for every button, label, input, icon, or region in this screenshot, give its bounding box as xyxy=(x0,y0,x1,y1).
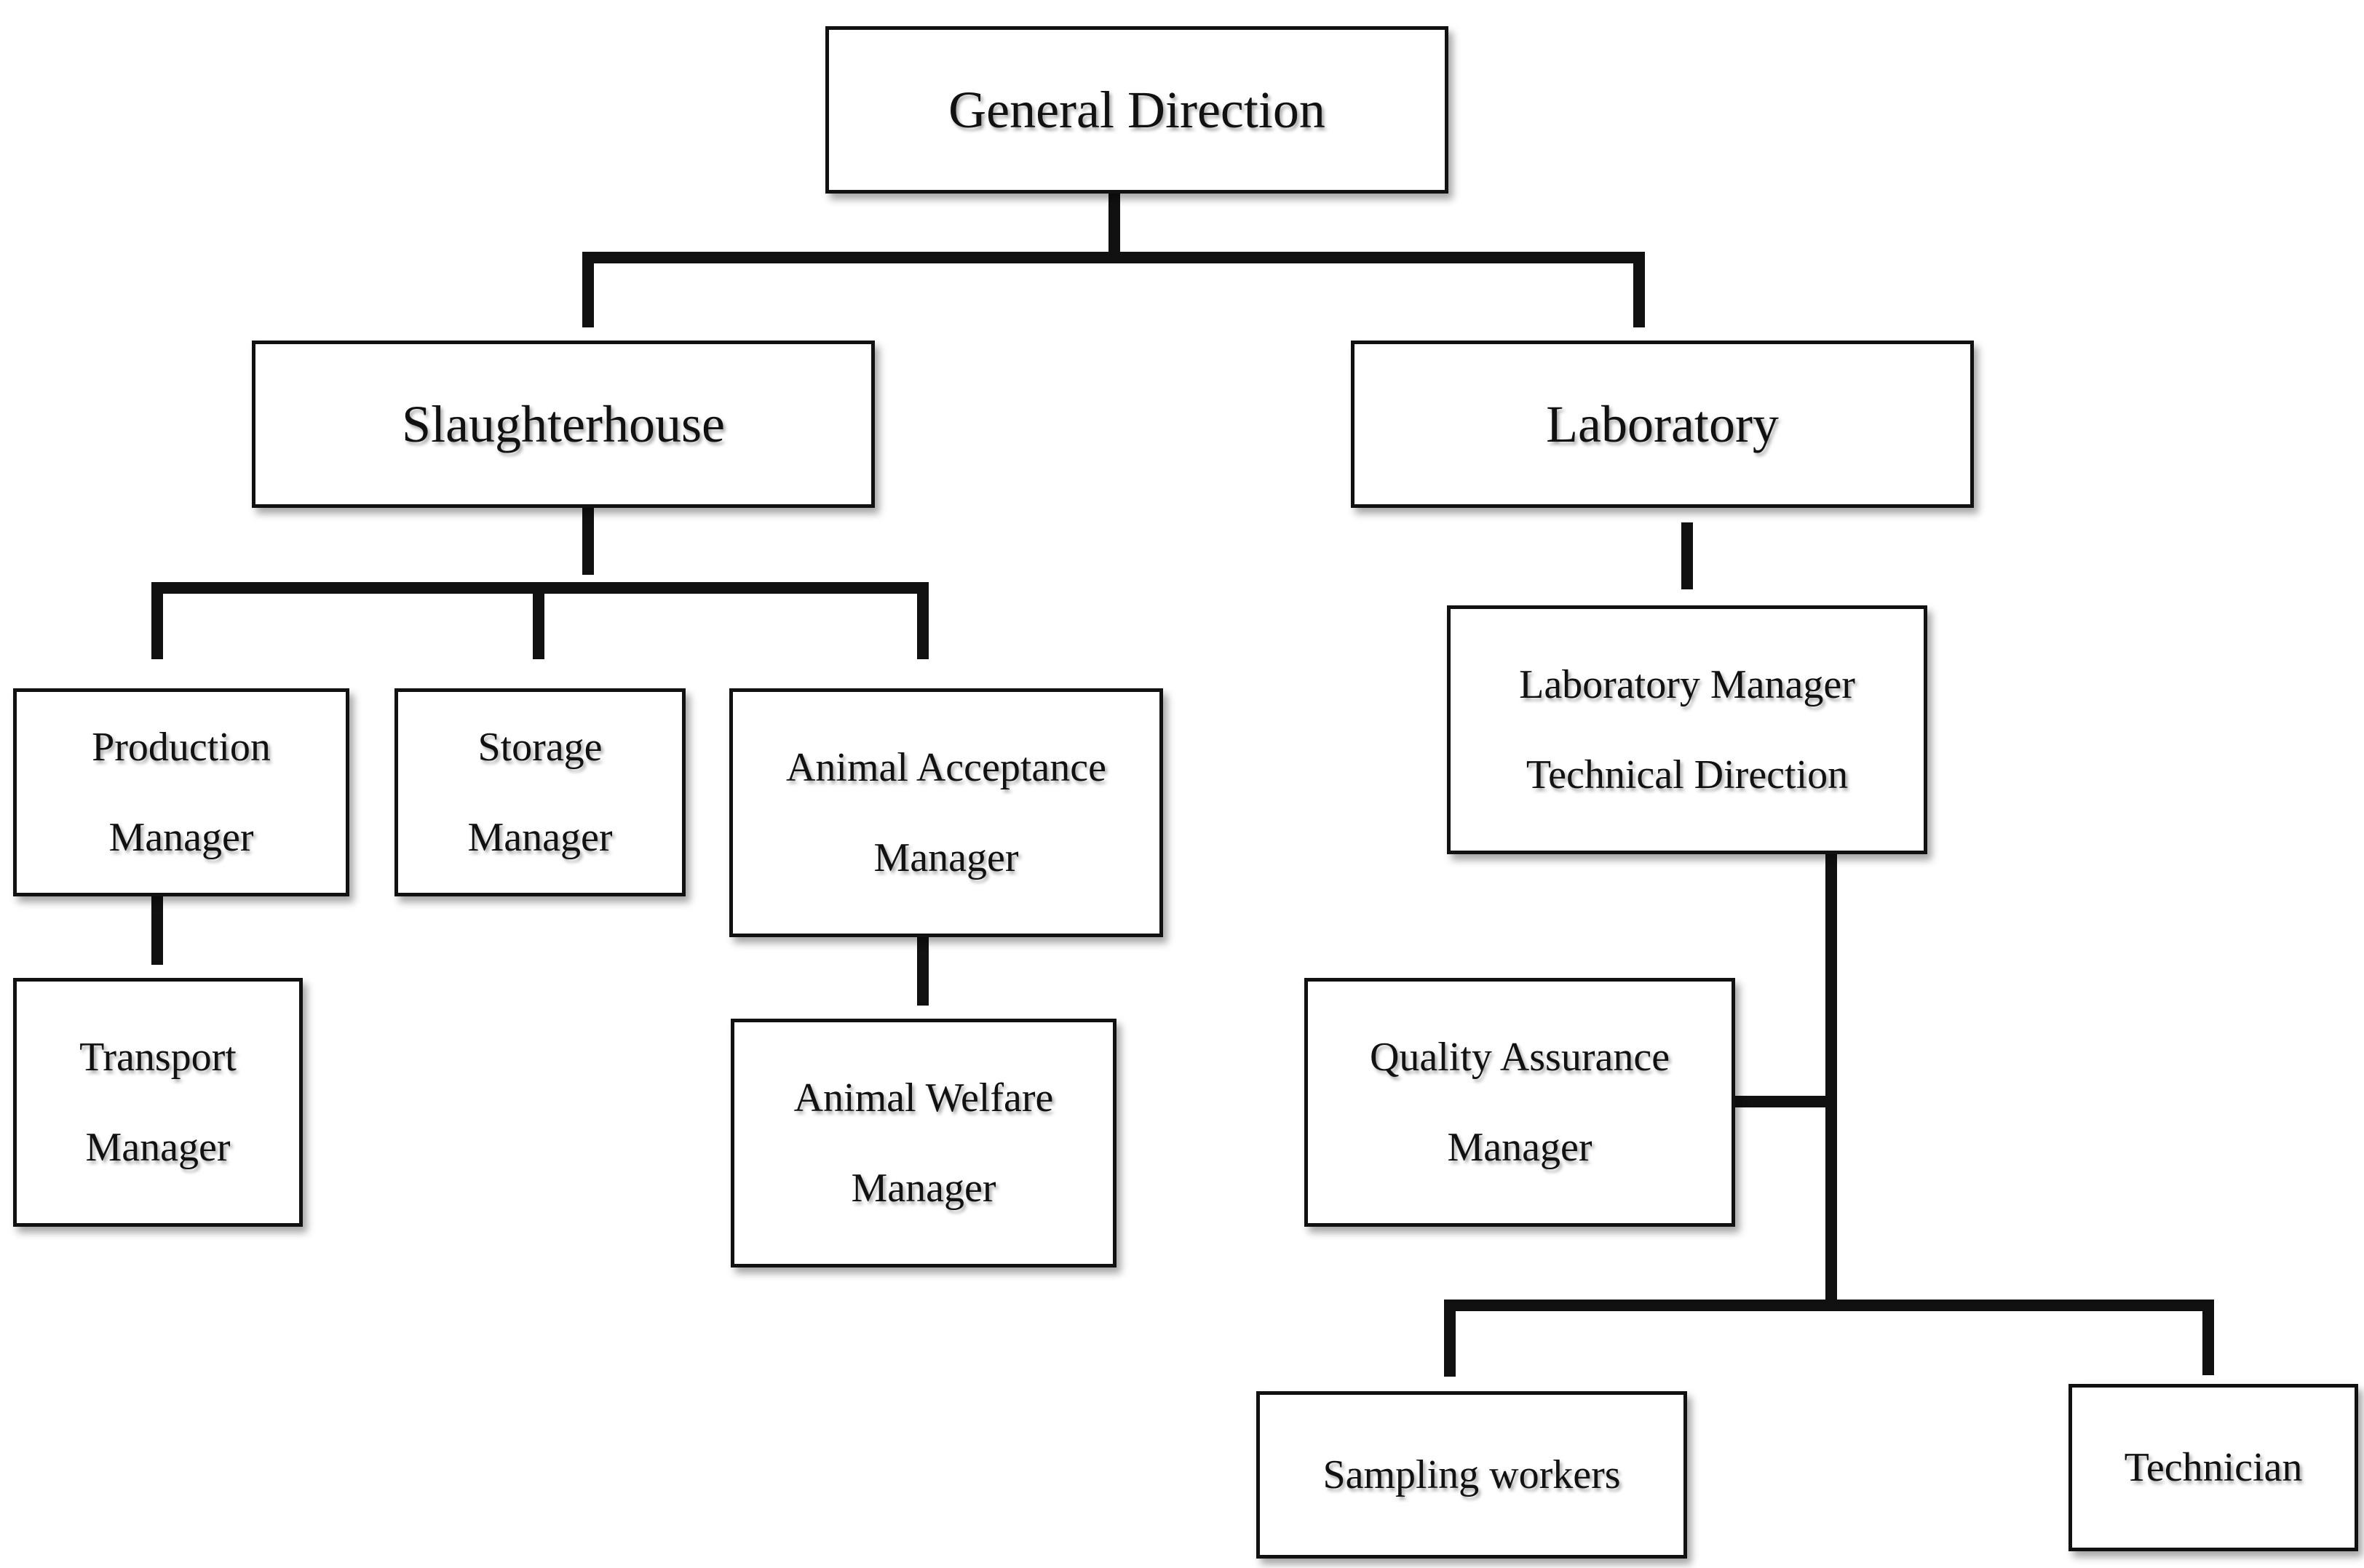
connector-production-drop xyxy=(151,582,163,659)
laboratory-label: Laboratory xyxy=(1546,394,1779,453)
slaughterhouse-box: Slaughterhouse xyxy=(252,341,875,508)
animal-welfare-manager-box: Animal Welfare Manager xyxy=(731,1019,1116,1267)
laboratory-manager-line1: Laboratory Manager xyxy=(1519,662,1855,707)
storage-manager-line2: Manager xyxy=(467,815,613,860)
animal-acceptance-manager-box: Animal Acceptance Manager xyxy=(729,688,1163,937)
technician-box: Technician xyxy=(2068,1384,2358,1551)
storage-manager-line1: Storage xyxy=(477,725,603,770)
connector-bottom-bar xyxy=(1444,1300,2214,1311)
production-manager-line1: Production xyxy=(92,725,271,770)
connector-slaughterhouse-stem xyxy=(582,508,594,575)
connector-production-transport xyxy=(151,896,163,965)
connector-animal-acceptance-drop xyxy=(917,582,929,659)
connector-acceptance-welfare xyxy=(917,937,929,1006)
sampling-workers-label: Sampling workers xyxy=(1322,1452,1621,1497)
connector-sampling-drop xyxy=(1444,1300,1456,1377)
animal-welfare-manager-line2: Manager xyxy=(851,1166,996,1211)
transport-manager-line2: Manager xyxy=(85,1125,231,1170)
connector-slaughterhouse-drop xyxy=(582,252,594,327)
production-manager-box: Production Manager xyxy=(13,688,349,896)
laboratory-manager-box: Laboratory Manager Technical Direction xyxy=(1447,605,1927,854)
connector-technician-drop xyxy=(2202,1300,2214,1375)
quality-assurance-manager-box: Quality Assurance Manager xyxy=(1304,978,1735,1227)
laboratory-manager-line2: Technical Direction xyxy=(1526,752,1849,797)
quality-assurance-manager-line2: Manager xyxy=(1447,1125,1592,1170)
sampling-workers-box: Sampling workers xyxy=(1256,1391,1687,1559)
technician-label: Technician xyxy=(2124,1445,2303,1490)
connector-laboratory-drop xyxy=(1633,252,1645,327)
general-direction-box: General Direction xyxy=(825,26,1448,194)
animal-welfare-manager-line1: Animal Welfare xyxy=(793,1075,1054,1121)
connector-quality-assurance-branch xyxy=(1732,1096,1837,1107)
connector-general-direction-stem xyxy=(1108,194,1120,260)
connector-level2-bar xyxy=(582,252,1645,263)
transport-manager-line1: Transport xyxy=(79,1035,237,1080)
connector-laboratory-stem xyxy=(1681,522,1693,589)
storage-manager-box: Storage Manager xyxy=(394,688,686,896)
quality-assurance-manager-line1: Quality Assurance xyxy=(1369,1035,1670,1080)
connector-lab-manager-trunk xyxy=(1825,854,1837,1310)
transport-manager-box: Transport Manager xyxy=(13,978,303,1227)
laboratory-box: Laboratory xyxy=(1351,341,1974,508)
connector-storage-drop xyxy=(533,582,544,659)
general-direction-label: General Direction xyxy=(948,80,1325,139)
animal-acceptance-manager-line2: Manager xyxy=(873,835,1019,880)
production-manager-line2: Manager xyxy=(108,815,254,860)
animal-acceptance-manager-line1: Animal Acceptance xyxy=(785,745,1106,790)
slaughterhouse-label: Slaughterhouse xyxy=(402,394,725,453)
